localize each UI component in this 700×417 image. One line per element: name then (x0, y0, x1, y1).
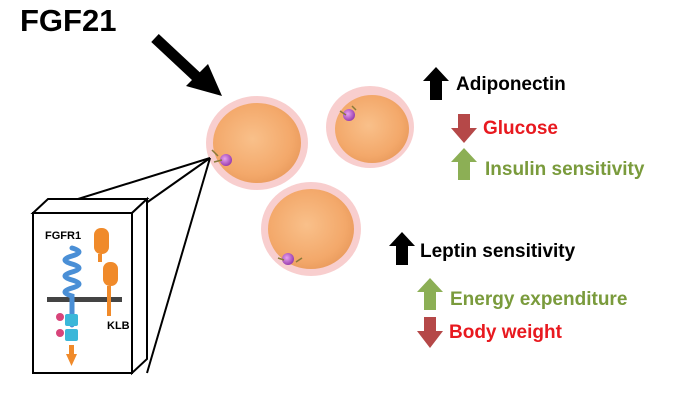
up-arrow-black (389, 232, 415, 265)
nucleus-icon (220, 154, 232, 166)
body-weight-label: Body weight (449, 322, 562, 343)
fgfr1-receptor (62, 245, 82, 328)
nucleus-icon (343, 109, 355, 121)
adipocyte-2 (326, 86, 414, 168)
down-arrow-red (417, 317, 443, 348)
adipocyte-1 (206, 96, 308, 190)
up-arrow-green (417, 278, 443, 310)
klb-coreceptor (94, 228, 118, 316)
cell-membrane-line (47, 297, 122, 302)
kinase-domain-icon (65, 314, 78, 326)
kinase-domain-icon (65, 329, 78, 341)
nucleus-icon (282, 253, 294, 265)
signal-down-arrow-icon (66, 354, 77, 366)
adiponectin-label: Adiponectin (456, 74, 566, 95)
down-arrow-red (451, 114, 477, 143)
receptor-complex (47, 228, 122, 366)
fgf21-label: FGF21 (20, 3, 117, 38)
up-arrow-black (423, 67, 449, 100)
fgfr1-label: FGFR1 (45, 230, 82, 242)
glucose-label: Glucose (483, 118, 558, 139)
leptin-sensitivity-label: Leptin sensitivity (420, 241, 576, 262)
klb-label: KLB (107, 320, 130, 332)
energy-expenditure-label: Energy expenditure (450, 289, 628, 310)
up-arrow-green (451, 148, 477, 180)
fgf21-pointer-arrow (151, 33, 222, 96)
adipocyte-3 (261, 182, 361, 276)
phosphate-icon (56, 329, 64, 337)
receptor-zoom-box (30, 157, 211, 376)
insulin-sensitivity-label: Insulin sensitivity (485, 159, 645, 180)
phosphate-icon (56, 313, 64, 321)
